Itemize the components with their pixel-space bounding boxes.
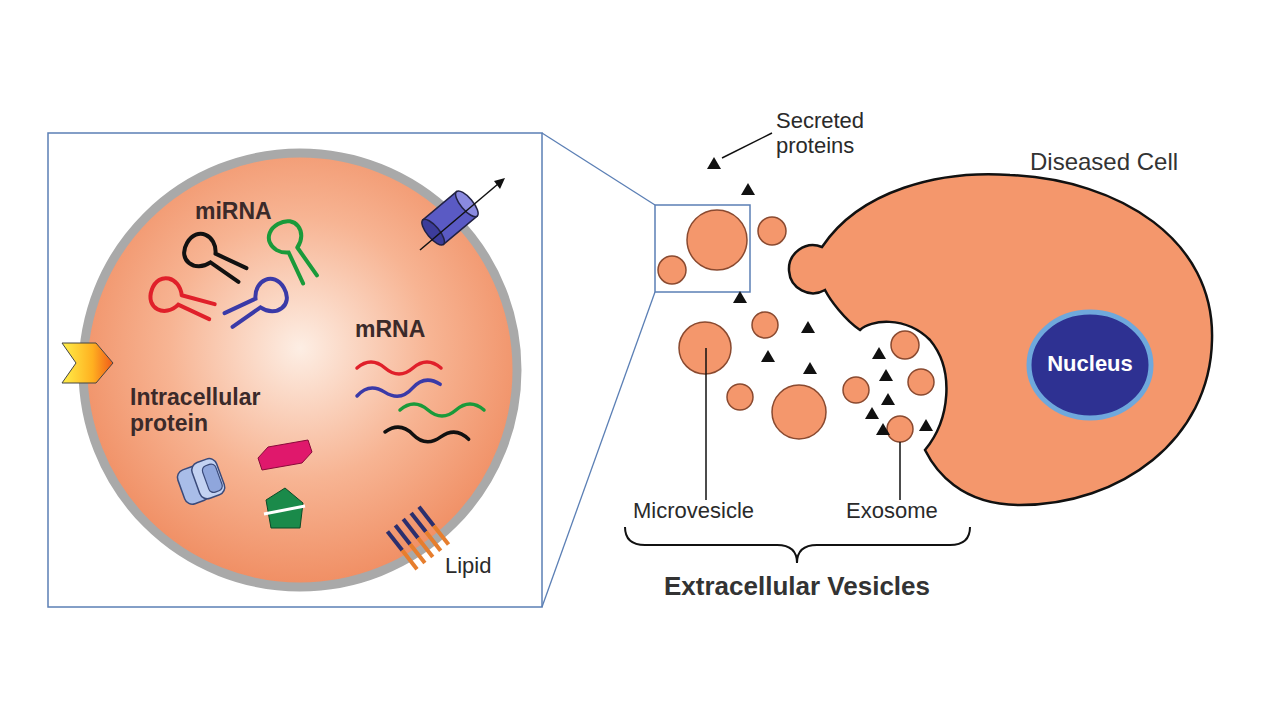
channel-end	[418, 216, 448, 248]
exosome	[908, 369, 934, 395]
vesicle	[658, 256, 686, 284]
protein-triangle	[761, 350, 775, 362]
mrna-label: mRNA	[355, 316, 455, 342]
arrow-head	[494, 178, 505, 189]
vesicle	[843, 377, 869, 403]
vesicle	[727, 384, 753, 410]
part-label: Secreted proteins	[776, 108, 906, 159]
mirna-label: miRNA	[195, 198, 315, 224]
mrna-strand	[384, 426, 469, 445]
exosomes	[887, 331, 934, 442]
protein-triangle	[865, 407, 879, 419]
protein-split	[264, 506, 305, 514]
leader-line	[899, 442, 901, 500]
vesicle	[772, 385, 826, 439]
mirna-hairpin	[220, 274, 292, 335]
secreted-proteins	[707, 157, 933, 435]
rod-protein	[258, 440, 312, 470]
leader-line	[705, 348, 707, 500]
mirna-hairpin	[146, 274, 217, 327]
microvesicles	[658, 210, 869, 439]
protein-triangle	[876, 423, 890, 435]
protein-triangle	[707, 157, 721, 169]
exosome	[887, 416, 913, 442]
mrna-strand	[357, 362, 441, 374]
protein-triangle	[741, 183, 755, 195]
part-label: Lipid	[445, 553, 525, 578]
protein-triangle	[881, 393, 895, 405]
node-outline	[78, 148, 522, 592]
channel-end	[452, 188, 482, 220]
leader-line	[722, 133, 772, 158]
intracellular-proteins	[174, 440, 312, 528]
vesicle	[752, 312, 778, 338]
part-label: Exosome	[846, 498, 976, 523]
zoom-box	[655, 205, 750, 292]
mrna-strands	[356, 362, 484, 445]
globular-protein	[266, 488, 303, 528]
vesicle	[679, 322, 731, 374]
protein-triangle	[872, 347, 886, 359]
protein-triangle	[879, 369, 893, 381]
mirna-hairpin	[179, 229, 251, 290]
mrna-strand	[356, 378, 441, 402]
barrel-protein	[174, 456, 226, 506]
grouping-brace	[625, 527, 970, 563]
receptor-symbol	[62, 343, 113, 383]
nucleus-label: Nucleus	[1026, 351, 1154, 376]
vesicle	[687, 210, 747, 270]
circle-node: miRNA mRNA Intracellular protein	[78, 148, 522, 592]
protein-triangle	[803, 362, 817, 374]
zoom-panel	[48, 133, 542, 607]
zoom-line	[542, 292, 655, 607]
lipid-symbol	[387, 507, 448, 569]
exosome	[891, 331, 919, 359]
protein-triangle	[919, 419, 933, 431]
group-label: Extracellular Vesicles	[597, 572, 997, 602]
vesicle	[758, 217, 786, 245]
mirna-hairpin	[264, 216, 325, 288]
channel-body	[423, 192, 477, 245]
cell-node: Diseased CellNucleus	[780, 130, 1235, 520]
part-label: Microvesicle	[633, 498, 793, 523]
protein-triangle	[733, 291, 747, 303]
protein-label: Intracellular protein	[130, 384, 300, 437]
membrane-channel	[418, 178, 505, 250]
mrna-strand	[400, 404, 484, 416]
nucleus-node: Nucleus	[1026, 309, 1154, 421]
cell-body	[789, 174, 1212, 505]
protein-triangle	[801, 321, 815, 333]
cell-heading: Diseased Cell	[1030, 148, 1230, 176]
node-outline	[780, 130, 1235, 520]
zoom-line	[542, 133, 655, 205]
vesicle-circle	[83, 153, 517, 587]
mirna-hairpins	[146, 216, 324, 335]
transport-arrow	[420, 184, 498, 250]
